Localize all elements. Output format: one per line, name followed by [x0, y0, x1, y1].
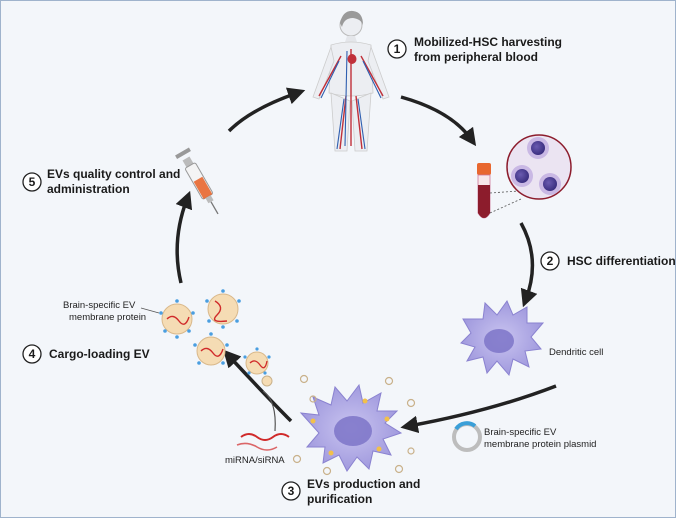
step-3-subtitle: purification	[307, 492, 372, 506]
step-5-title: EVs quality control and	[47, 167, 180, 181]
step-4-title: Cargo-loading EV	[49, 347, 150, 361]
step-4: 4 Cargo-loading EV	[22, 344, 150, 364]
step-number-badge	[22, 344, 42, 364]
blood-tube-icon	[477, 163, 522, 219]
step-number-badge	[22, 172, 42, 192]
step-1-subtitle: from peripheral blood	[414, 50, 538, 64]
step-3-title: EVs production and	[307, 477, 420, 491]
arrow-activated-to-ev	[223, 349, 293, 423]
mirna-strand-icon	[240, 433, 290, 441]
step-number-badge	[281, 481, 301, 501]
loaded-ev-cluster-icon	[159, 289, 271, 375]
ev-protein-label-line2: membrane protein	[69, 312, 146, 323]
step-number-badge	[387, 39, 407, 59]
arrow-ev-to-syringe	[175, 190, 193, 284]
step-1-number: 1	[394, 42, 401, 56]
ev-producing-cell-icon	[299, 383, 403, 472]
small-ev-icon	[261, 375, 273, 387]
step-1-title: Mobilized-HSC harvesting	[414, 35, 562, 49]
mirna-arrow	[262, 390, 276, 432]
arrow-tube-to-dendritic	[519, 222, 538, 308]
step-3-number: 3	[288, 484, 295, 498]
step-1: 1 Mobilized-HSC harvesting from peripher…	[387, 35, 562, 64]
human-figure-icon	[312, 10, 390, 152]
step-5-number: 5	[29, 175, 36, 189]
arrow-syringe-to-human	[227, 87, 306, 133]
step-3: 3 EVs production and purification	[281, 477, 420, 506]
step-5-subtitle: administration	[47, 182, 130, 196]
ev-protein-leader-line	[140, 307, 160, 314]
step-5: 5 EVs quality control and administration	[22, 167, 180, 196]
arrow-dendritic-to-activated	[400, 384, 557, 434]
step-number-badge	[540, 251, 560, 271]
released-ev-particles	[292, 374, 416, 476]
step-4-number: 4	[29, 347, 36, 361]
dendritic-cell-label: Dendritic cell	[549, 347, 603, 358]
ev-protein-label-line1: Brain-specific EV	[63, 300, 136, 311]
arrow-human-to-tube	[400, 95, 477, 147]
plasmid-icon	[452, 421, 482, 452]
dendritic-cell-icon	[460, 299, 545, 377]
step-2: 2 HSC differentiation	[540, 251, 676, 271]
syringe-icon	[175, 147, 219, 215]
step-2-number: 2	[547, 254, 554, 268]
step-2-title: HSC differentiation	[567, 254, 676, 268]
hsc-magnified-icon	[506, 134, 572, 200]
plasmid-label-line1: Brain-specific EV	[484, 427, 557, 438]
mirna-label: miRNA/siRNA	[225, 455, 285, 466]
plasmid-label-line2: membrane protein plasmid	[484, 439, 596, 450]
